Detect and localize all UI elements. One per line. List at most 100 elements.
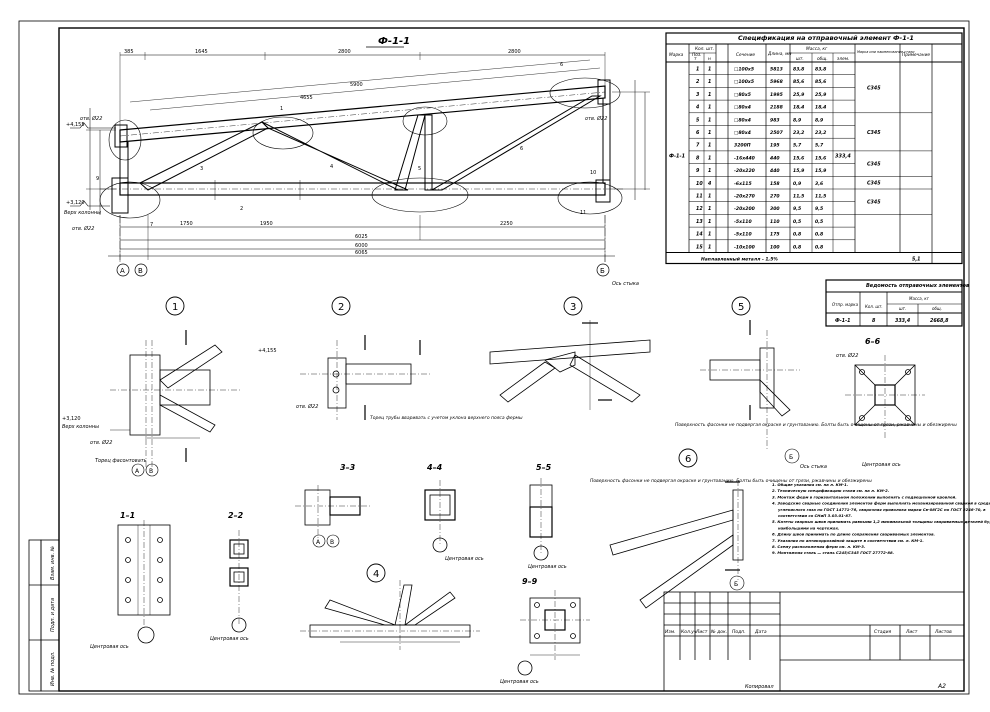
note-line: соответствии со СНиП 3.03.01-87.	[778, 513, 852, 518]
svg-text:9: 9	[96, 176, 99, 182]
note-line: 9. Монтажная сталь — сталь С245/С345 ГОС…	[772, 550, 894, 555]
hole-label: отв. Ø22	[836, 352, 858, 359]
section-1-1-drawing	[117, 520, 171, 644]
dim-text: 385	[124, 49, 134, 55]
spec-cell-mass: 9,5	[793, 206, 801, 212]
spec-header: Марка или наименование стали	[857, 50, 915, 54]
spec-steel-grade: С345	[867, 130, 881, 136]
hole-label: отв. Ø22	[80, 115, 102, 122]
spec-cell-qty: 1	[708, 79, 711, 85]
spec-cell-length: 5813	[770, 67, 783, 73]
spec-cell-pos: 6	[696, 130, 700, 136]
dim-text: 2800	[338, 49, 351, 55]
side-stamp-label: Инв. № подл.	[50, 652, 56, 687]
title-block-labels: Изм. Кол.уч Лист № док. Подп. Дата Стади…	[665, 629, 952, 635]
spec-cell-length: 300	[770, 206, 780, 212]
svg-text:Лист: Лист	[905, 629, 918, 635]
svg-text:№ док.: № док.	[710, 629, 727, 635]
spec-cell-length: 110	[770, 219, 780, 225]
svg-text:Листов: Листов	[934, 629, 952, 635]
dim-text: 2800	[508, 49, 521, 55]
axis-label-a: А	[135, 468, 140, 475]
spec-element-mass: 333,4	[835, 153, 851, 159]
spec-header: Примечание	[902, 52, 930, 58]
truss-elevation	[70, 52, 650, 263]
bom-cell-mass-all: 2668,8	[930, 318, 949, 324]
col-top-label: Верх колонны	[62, 424, 99, 430]
section-6-6-drawing	[845, 355, 925, 440]
spec-cell-section: -16x440	[734, 155, 756, 161]
dim-text: 4655	[300, 95, 313, 101]
bom-header: шт.	[899, 306, 906, 311]
spec-cell-length: 175	[770, 232, 780, 238]
spec-cell-mass-all: 8,9	[815, 117, 823, 123]
spec-cell-section: □80x4	[734, 117, 751, 123]
spec-cell-length: 440	[770, 155, 780, 161]
axis-label-v: В	[149, 468, 153, 475]
spec-cell-pos: 8	[696, 155, 700, 161]
spec-header: элем.	[837, 57, 849, 62]
spec-cell-mass: 23,2	[793, 130, 804, 136]
bom-cell-qty: 8	[872, 318, 876, 324]
bom-title: Ведомость отправочных элементов	[866, 283, 969, 289]
spec-header: т	[694, 57, 697, 62]
spec-cell-pos: 14	[696, 232, 703, 238]
spec-cell-mass-all: 83,8	[815, 67, 827, 73]
center-axis-label: Центровая ось	[500, 679, 539, 685]
spec-cell-mass-all: 11,5	[815, 194, 826, 200]
section-title-6-6: 6–6	[865, 337, 881, 346]
axis-bubble-b	[596, 263, 610, 277]
svg-text:Лист: Лист	[695, 629, 708, 635]
detail-6-drawing	[609, 480, 744, 609]
section-5-5-drawing	[529, 478, 553, 561]
spec-cell-section: □100x5	[734, 67, 754, 73]
detail-callout-3	[563, 296, 583, 316]
spec-cell-section: □80x4	[734, 105, 751, 111]
hole-label: отв. Ø22	[296, 403, 318, 410]
title-block	[663, 591, 965, 692]
bom-cell-mark: Ф-1-1	[835, 318, 850, 324]
dim-text: 1645	[195, 49, 208, 55]
note-line: 1. Общие указания см. на л. КМ-1.	[772, 482, 848, 487]
spec-cell-length: 195	[770, 143, 780, 149]
axis-label-a: А	[316, 539, 321, 546]
level-mark: +3,120	[62, 416, 81, 422]
center-axis-label: Центровая ось	[90, 644, 129, 650]
svg-text:1: 1	[280, 106, 283, 112]
svg-text:2: 2	[240, 206, 243, 212]
spec-cell-length: 2507	[770, 130, 784, 136]
spec-cell-length: 440	[770, 168, 780, 174]
spec-cell-pos: 13	[696, 219, 703, 225]
seal-note: Поверхность фасонки не подвергая окраске…	[590, 478, 872, 484]
spec-cell-mass: 15,6	[793, 155, 805, 161]
spec-cell-mass-all: 25,9	[815, 92, 826, 98]
format-label: А2	[937, 683, 946, 690]
spec-cell-section: -5x110	[734, 232, 752, 238]
svg-text:7: 7	[150, 222, 153, 228]
spec-header: шт.	[796, 57, 804, 62]
spec-weld-label: Наплавленный металл - 1,5%	[701, 257, 778, 263]
axis-label-a: А	[120, 267, 125, 275]
spec-cell-pos: 15	[696, 244, 703, 250]
spec-cell-pos: 2	[696, 79, 700, 85]
dim-text: 2250	[500, 221, 513, 227]
spec-cell-pos: 3	[696, 92, 700, 98]
section-title-3-3: 3–3	[340, 463, 356, 472]
cut-note: Торец трубы вваривать с учетом уклона ве…	[370, 415, 523, 421]
dim-text: 6025	[355, 234, 368, 240]
spec-steel-grade: С345	[867, 181, 881, 187]
detail-5-drawing	[700, 320, 800, 450]
bom-header: Отпр. марка	[832, 302, 859, 307]
axis-label-v: В	[138, 267, 143, 275]
spec-cell-mass-all: 3,6	[815, 181, 824, 187]
detail-number: 3	[570, 302, 576, 313]
spec-weld-value: 5,1	[912, 257, 921, 263]
general-notes: 1. Общие указания см. на л. КМ-1.2. Техн…	[772, 482, 990, 555]
spec-cell-qty: 1	[708, 155, 711, 161]
spec-cell-qty: 1	[708, 117, 711, 123]
spec-cell-qty: 1	[708, 92, 711, 98]
svg-text:Дата: Дата	[754, 629, 767, 635]
spec-header: Длина, мм	[767, 51, 792, 57]
